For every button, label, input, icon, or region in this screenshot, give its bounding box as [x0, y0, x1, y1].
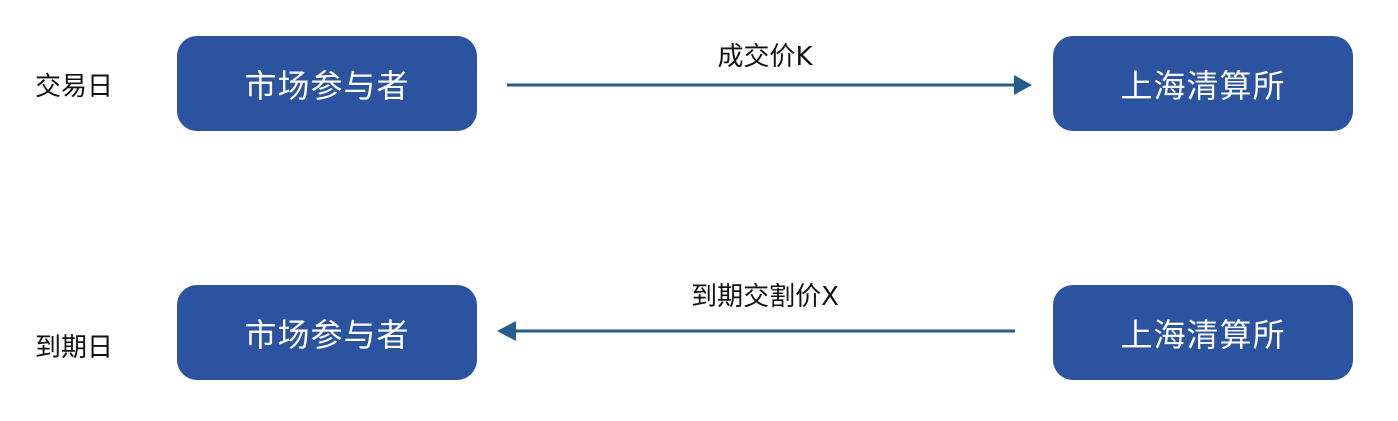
row-label-trade-day: 交易日: [35, 72, 114, 102]
row-label-expiry-day: 到期日: [35, 333, 114, 363]
participant-box-expiry-day: 市场参与者: [177, 285, 477, 380]
clearing-house-box-trade-day: 上海清算所: [1053, 36, 1353, 131]
clearing-house-box-expiry-day: 上海清算所: [1053, 285, 1353, 380]
participant-box-trade-day: 市场参与者: [177, 36, 477, 131]
arrow-label-trade-price: 成交价K: [717, 42, 813, 72]
arrow-right: [507, 75, 1032, 95]
arrow-label-settlement-price: 到期交割价X: [691, 282, 839, 312]
arrow-left: [497, 321, 1015, 341]
